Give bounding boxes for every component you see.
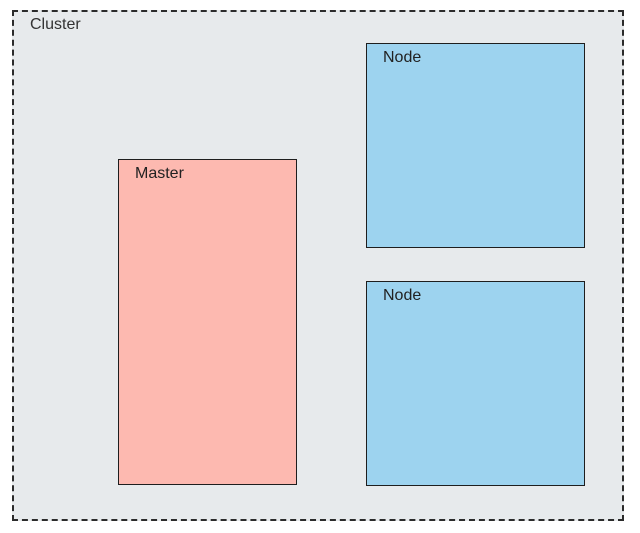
node-label-1: Node (383, 49, 422, 66)
master-box: Master (118, 159, 297, 485)
cluster-label: Cluster (30, 16, 81, 33)
cluster-container: Cluster Master Node Node (12, 10, 624, 521)
node-label-2: Node (383, 287, 422, 304)
node-box-2: Node (366, 281, 585, 486)
master-label: Master (135, 165, 184, 182)
node-box-1: Node (366, 43, 585, 248)
